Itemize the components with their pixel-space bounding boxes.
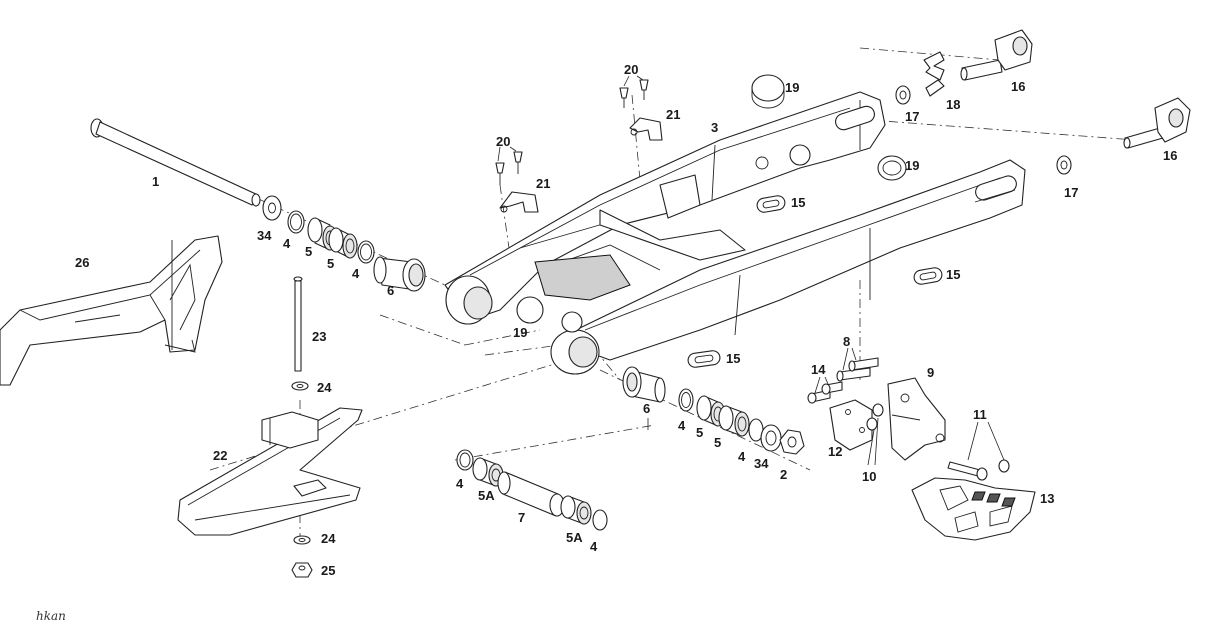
callout-2: 2 xyxy=(780,467,787,482)
callout-12: 12 xyxy=(828,444,842,459)
spacer-7 xyxy=(497,471,565,517)
callout-17: 17 xyxy=(1064,185,1078,200)
callout-4: 4 xyxy=(678,418,686,433)
callout-23: 23 xyxy=(312,329,326,344)
washer-24-upper xyxy=(291,381,309,391)
swingarm-axle-part xyxy=(90,118,261,207)
callout-15: 15 xyxy=(791,195,805,210)
nut-17-upper xyxy=(895,85,911,105)
screw-20-upper xyxy=(619,79,649,108)
callout-5: 5 xyxy=(696,425,703,440)
chain-adjuster-16-upper xyxy=(960,29,1033,81)
seal-4-left xyxy=(287,210,305,234)
callout-26: 26 xyxy=(75,255,89,270)
callout-4: 4 xyxy=(352,266,360,281)
seal-4-right-a xyxy=(678,388,694,412)
callout-22: 22 xyxy=(213,448,227,463)
nut-2 xyxy=(779,429,805,455)
leader-lines xyxy=(497,75,1005,466)
bolts-11 xyxy=(947,459,1010,481)
seal-4-lower-right xyxy=(592,509,608,531)
plug-19-middle xyxy=(877,155,907,181)
clamp-21-upper xyxy=(629,117,663,141)
callout-7: 7 xyxy=(518,510,525,525)
callout-6: 6 xyxy=(387,283,394,298)
callout-20: 20 xyxy=(496,134,510,149)
callout-4: 4 xyxy=(590,539,598,554)
callout-1: 1 xyxy=(152,174,159,189)
seal-4-left-inner xyxy=(357,240,375,264)
swingarm-part xyxy=(444,91,1026,375)
callout-5A: 5A xyxy=(566,530,583,545)
callout-18: 18 xyxy=(946,97,960,112)
washer-34-left xyxy=(262,195,282,221)
screw-20-lower xyxy=(495,151,523,185)
callout-4: 4 xyxy=(456,476,464,491)
washer-24-lower xyxy=(293,535,311,545)
callout-13: 13 xyxy=(1040,491,1054,506)
callout-5: 5 xyxy=(714,435,721,450)
washers-10 xyxy=(866,403,884,431)
callout-10: 10 xyxy=(862,469,876,484)
clamp-21-lower xyxy=(499,191,539,213)
callout-17: 17 xyxy=(905,109,919,124)
nut-25 xyxy=(291,562,313,578)
callout-34: 34 xyxy=(754,456,769,471)
callout-24: 24 xyxy=(317,380,332,395)
callout-5: 5 xyxy=(305,244,312,259)
seal-4-lower-left xyxy=(456,449,474,471)
pad-15-b xyxy=(913,267,943,285)
callout-34: 34 xyxy=(257,228,272,243)
callout-19: 19 xyxy=(513,325,527,340)
bushing-6-right xyxy=(622,366,666,403)
bearing-5A-right xyxy=(560,495,592,525)
bolts-8 xyxy=(836,357,879,382)
brand-mark: hkan xyxy=(36,609,66,623)
callout-25: 25 xyxy=(321,563,335,578)
chain-slider-part xyxy=(177,407,363,536)
callout-8: 8 xyxy=(843,334,850,349)
callout-16: 16 xyxy=(1163,148,1177,163)
needle-bearing-5-right xyxy=(696,395,750,437)
pad-15-a xyxy=(756,195,786,213)
needle-bearing-5-left xyxy=(307,217,358,259)
callout-labels: 1 2 3 4 4 4 4 4 4 5 5 5 5 5A 5A 6 6 7 8 … xyxy=(75,62,1177,578)
callout-15: 15 xyxy=(726,351,740,366)
callout-16: 16 xyxy=(1011,79,1025,94)
bolt-23 xyxy=(293,276,303,372)
pad-15-c xyxy=(687,350,721,368)
nut-17-lower xyxy=(1056,155,1072,175)
callout-5: 5 xyxy=(327,256,334,271)
callout-9: 9 xyxy=(927,365,934,380)
bolt-14 xyxy=(807,381,843,404)
chain-guard-part xyxy=(0,235,223,386)
chain-guide-13 xyxy=(911,477,1036,541)
callout-4: 4 xyxy=(738,449,746,464)
plug-19-top xyxy=(751,74,785,109)
callout-3: 3 xyxy=(711,120,718,135)
callout-24: 24 xyxy=(321,531,336,546)
callout-5A: 5A xyxy=(478,488,495,503)
callout-4: 4 xyxy=(283,236,291,251)
bracket-9 xyxy=(887,377,946,461)
plate-12 xyxy=(829,399,873,451)
washer-34-right xyxy=(760,424,782,452)
callout-15: 15 xyxy=(946,267,960,282)
callout-21: 21 xyxy=(666,107,680,122)
callout-6: 6 xyxy=(643,401,650,416)
callout-21: 21 xyxy=(536,176,550,191)
callout-19: 19 xyxy=(785,80,799,95)
callout-20: 20 xyxy=(624,62,638,77)
chain-adjuster-16-lower xyxy=(1123,97,1191,149)
callout-19: 19 xyxy=(905,158,919,173)
bushing-6-left xyxy=(373,256,426,292)
callout-11: 11 xyxy=(973,407,987,422)
clip-18 xyxy=(923,51,945,97)
callout-14: 14 xyxy=(811,362,826,377)
